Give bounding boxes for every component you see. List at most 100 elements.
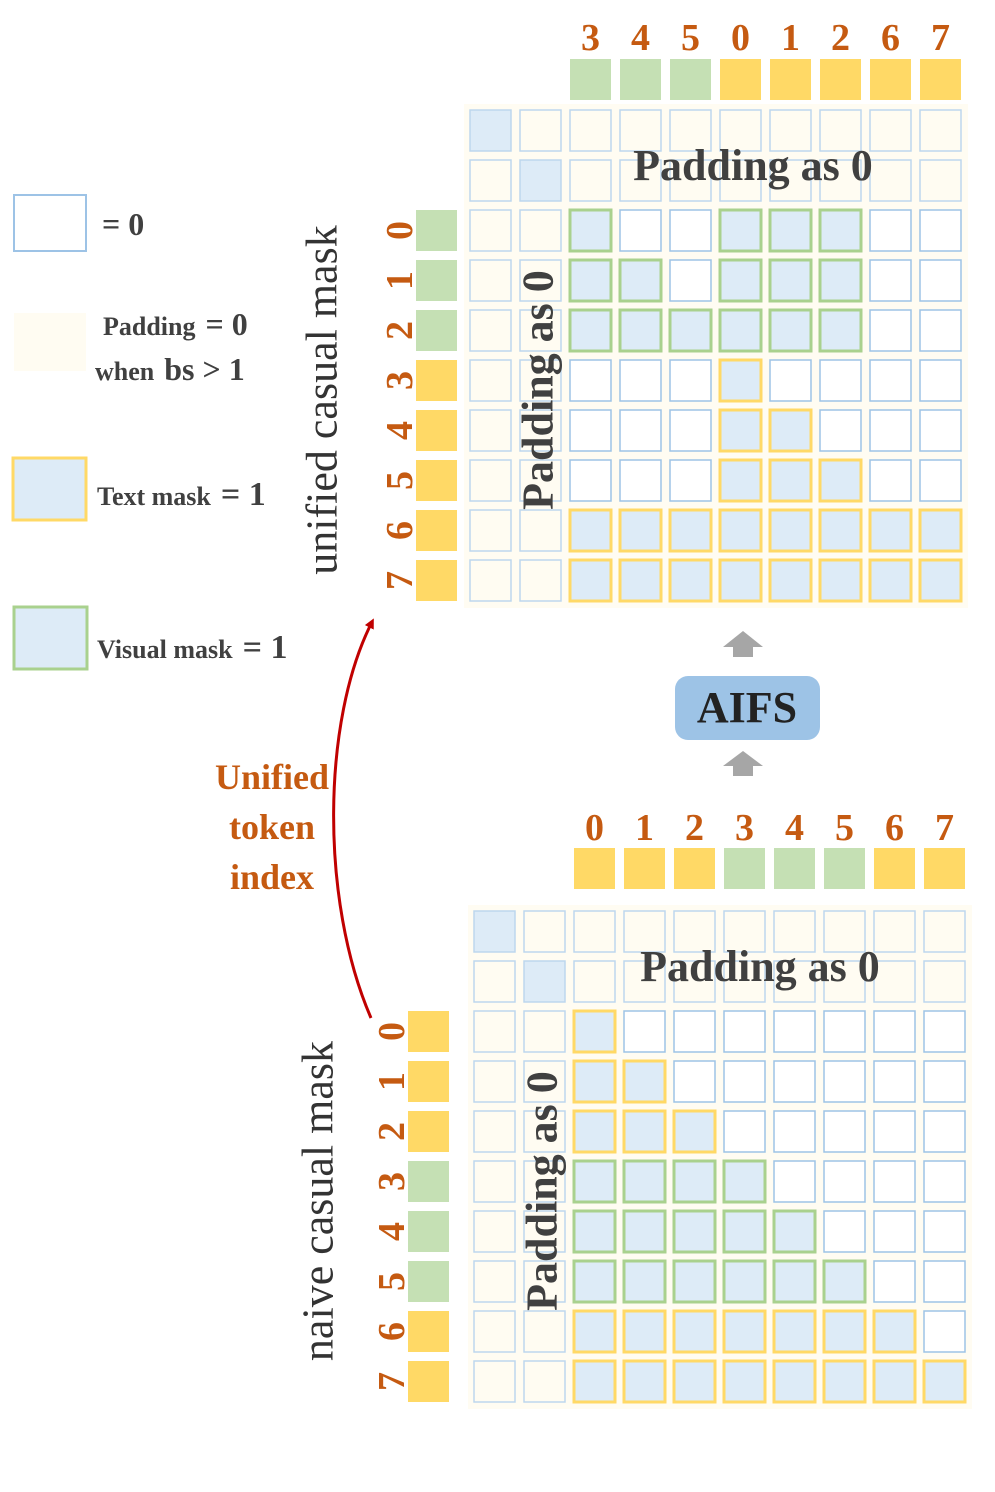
top-zero-cell	[669, 209, 712, 252]
bottom-zero-cell	[723, 1110, 766, 1153]
top-column-label: 1	[781, 17, 800, 59]
top-padding-cell	[469, 309, 512, 352]
top-column-label: 2	[831, 17, 850, 59]
top-column-token	[570, 59, 611, 100]
bottom-row-label: 3	[371, 1172, 413, 1191]
bottom-padding-cell	[873, 960, 916, 1003]
top-padding-cell	[669, 159, 712, 202]
bottom-padding-cell	[473, 1210, 516, 1253]
bottom-visual-mask-cell	[772, 1209, 817, 1254]
bottom-zero-cell	[923, 1310, 966, 1353]
bottom-text-mask-cell	[622, 1109, 667, 1154]
bottom-padding-cell	[773, 910, 816, 953]
top-padding-cell	[619, 109, 662, 152]
legend-visual-mask-line: Visual mask = 1	[97, 629, 287, 666]
bottom-zero-cell	[773, 1060, 816, 1103]
bottom-zero-cell	[873, 1160, 916, 1203]
legend-visual-mask-value: = 1	[243, 629, 288, 666]
bottom-zero-cell	[673, 1010, 716, 1053]
bottom-row-token	[408, 1311, 449, 1352]
bottom-padding-cell	[523, 1310, 566, 1353]
bottom-row-label: 5	[371, 1272, 413, 1291]
legend-padding-value: = 0	[206, 306, 248, 342]
bottom-padding-cell	[473, 1360, 516, 1403]
top-row-label: 2	[379, 321, 421, 340]
bottom-padding-label-horizontal: Padding as 0	[640, 942, 880, 991]
bottom-padding-diag-cell	[523, 960, 566, 1003]
gray-arrow-up-top	[723, 631, 763, 657]
legend: = 0 Padding = 0 when bs > 1 Text mask = …	[11, 194, 287, 671]
top-zero-cell	[569, 409, 612, 452]
legend-text-mask-line: Text mask = 1	[97, 476, 266, 513]
top-visual-mask-cell	[718, 208, 763, 253]
bottom-padding-cell	[473, 1260, 516, 1303]
bottom-padding-cell	[723, 910, 766, 953]
bottom-visual-mask-cell	[822, 1259, 867, 1304]
bottom-column-token	[924, 848, 965, 889]
top-zero-cell	[919, 309, 962, 352]
top-zero-cell	[869, 459, 912, 502]
legend-when-word: when	[95, 357, 155, 386]
top-row-label: 1	[379, 271, 421, 290]
bottom-visual-mask-cell	[722, 1259, 767, 1304]
bottom-padding-cell	[473, 1310, 516, 1353]
bottom-text-mask-cell	[722, 1359, 767, 1404]
bottom-text-mask-cell	[622, 1309, 667, 1354]
bottom-row-token	[408, 1011, 449, 1052]
bottom-padding-cell	[523, 1360, 566, 1403]
legend-text-mask-value: = 1	[221, 476, 266, 513]
top-column-token	[820, 59, 861, 100]
top-padding-cell	[619, 159, 662, 202]
top-padding-cell	[519, 309, 562, 352]
top-padding-cell	[519, 509, 562, 552]
top-column-label: 6	[881, 17, 900, 59]
top-padding-cell	[519, 259, 562, 302]
top-row-label: 0	[379, 221, 421, 240]
bottom-side-title: naive casual mask	[294, 1041, 343, 1361]
bottom-padding-cell	[673, 960, 716, 1003]
bottom-column-label: 3	[735, 807, 754, 849]
top-row-token	[416, 510, 457, 551]
bottom-visual-mask-cell	[622, 1209, 667, 1254]
top-zero-cell	[619, 459, 662, 502]
bottom-visual-mask-cell	[672, 1259, 717, 1304]
top-column-token	[620, 59, 661, 100]
top-zero-cell	[769, 359, 812, 402]
top-padding-label-horizontal: Padding as 0	[633, 141, 873, 190]
bottom-padding-cell	[923, 960, 966, 1003]
top-row-token	[416, 210, 457, 251]
bottom-padding-cell	[623, 910, 666, 953]
legend-padding-line1: Padding = 0	[103, 306, 248, 342]
bottom-column-label: 1	[635, 807, 654, 849]
bottom-padding-cell	[523, 1210, 566, 1253]
top-column-label: 3	[581, 17, 600, 59]
top-side-title: unified casual mask	[298, 225, 347, 574]
top-padding-cell	[519, 209, 562, 252]
unified-index-label-line2: token	[229, 807, 315, 847]
top-column-token	[670, 59, 711, 100]
bottom-column-label: 0	[585, 807, 604, 849]
bottom-padding-cell	[523, 1010, 566, 1053]
bottom-zero-cell	[773, 1160, 816, 1203]
top-padding-cell	[469, 509, 512, 552]
top-padding-cell	[469, 459, 512, 502]
bottom-text-mask-cell	[772, 1359, 817, 1404]
bottom-row-token	[408, 1061, 449, 1102]
legend-text-mask-word: Text mask	[97, 482, 211, 511]
top-padding-diag-cell	[519, 159, 562, 202]
bottom-padding-cell	[523, 1260, 566, 1303]
bottom-zero-cell	[873, 1210, 916, 1253]
top-row-label: 7	[379, 571, 421, 590]
top-zero-cell	[619, 409, 662, 452]
top-zero-cell	[869, 359, 912, 402]
bottom-zero-cell	[673, 1060, 716, 1103]
top-padding-cell	[669, 109, 712, 152]
top-column-label: 4	[631, 17, 650, 59]
bottom-padding-cell	[823, 960, 866, 1003]
legend-padding-word: Padding	[103, 312, 196, 341]
bottom-padding-cell	[623, 960, 666, 1003]
bottom-row-token	[408, 1361, 449, 1402]
top-zero-cell	[869, 209, 912, 252]
bottom-padding-cell	[473, 1160, 516, 1203]
